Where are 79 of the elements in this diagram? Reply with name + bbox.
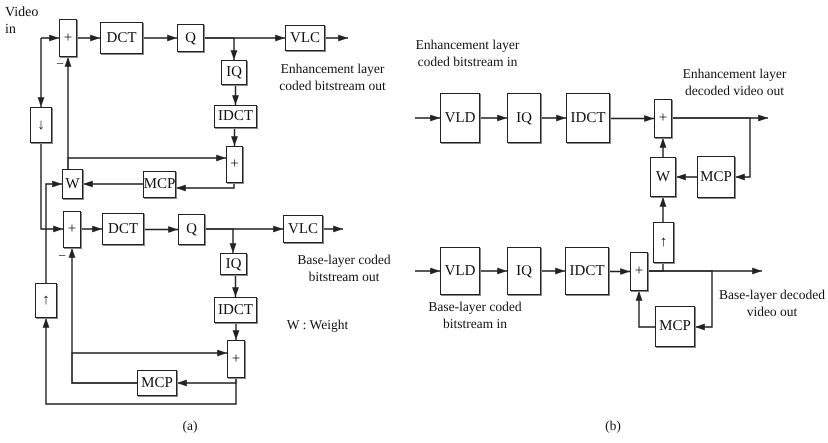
- arrow: [144, 226, 178, 233]
- coder-block: VLC: [285, 25, 325, 51]
- inverse-quantizer-block: IQ: [220, 253, 247, 275]
- upsampler-block: ↑: [35, 283, 57, 318]
- arrow: [45, 180, 62, 283]
- arrow: [415, 114, 440, 122]
- quantizer-block: Q: [178, 214, 205, 245]
- arrow: [38, 37, 44, 107]
- arrow: [541, 268, 565, 274]
- adder-box: +: [63, 211, 81, 248]
- weight-block: W: [650, 157, 676, 197]
- arrow: [232, 323, 240, 340]
- arrow: [609, 268, 630, 275]
- panel-label: (b): [604, 418, 622, 435]
- arrow: [67, 154, 226, 169]
- inverse-quantizer-block: IQ: [507, 247, 541, 295]
- arrow: [71, 350, 227, 384]
- arrow: [232, 275, 239, 297]
- arrow: [541, 114, 566, 122]
- arrow: [81, 226, 102, 232]
- output-label: Enhancement layer coded bitstream out: [278, 61, 387, 95]
- arrow: [176, 183, 235, 192]
- idct-block: IDCT: [214, 105, 257, 128]
- output-label: Enhancement layer decoded video out: [682, 66, 788, 100]
- arrow: [648, 270, 713, 330]
- arrow: [610, 115, 654, 122]
- output-label: Base-layer coded bitstream out: [296, 252, 392, 286]
- legend-note: W : Weight: [286, 317, 350, 334]
- input-label: Base-layer coded bitstream in: [427, 299, 523, 333]
- arrow: [325, 34, 348, 42]
- arrow: [204, 37, 238, 60]
- arrow: [480, 114, 507, 122]
- dct-block: DCT: [102, 213, 144, 245]
- arrow: [231, 128, 238, 146]
- downsampler-block: ↓: [30, 107, 52, 143]
- upsampler-block: ↑: [653, 222, 674, 263]
- adder-box: +: [59, 19, 77, 57]
- prediction-block: MCP: [655, 306, 695, 347]
- decoder-block: VLD: [440, 93, 480, 143]
- arrow: [676, 174, 697, 180]
- quantizer-block: Q: [177, 24, 204, 52]
- arrow: [42, 318, 237, 405]
- inverse-quantizer-block: IQ: [507, 93, 541, 143]
- arrow: [672, 117, 751, 180]
- arrow: [77, 34, 100, 42]
- panel-label: (a): [182, 418, 198, 435]
- arrow: [205, 228, 236, 253]
- idct-block: IDCT: [214, 297, 257, 323]
- minus-sign: −: [55, 56, 65, 73]
- inverse-quantizer-block: IQ: [221, 60, 247, 85]
- prediction-block: MCP: [137, 370, 177, 396]
- coder-block: VLC: [283, 215, 323, 243]
- adder-box: +: [654, 99, 672, 138]
- arrow: [143, 34, 177, 42]
- arrow: [636, 291, 655, 328]
- prediction-block: MCP: [143, 171, 176, 198]
- weight-block: W: [62, 169, 83, 199]
- arrow: [177, 378, 237, 386]
- arrow: [40, 143, 63, 232]
- adder-box: +: [227, 340, 245, 378]
- arrow: [660, 138, 666, 157]
- arrow: [660, 197, 666, 222]
- decoder-block: VLD: [440, 247, 480, 295]
- adder-box: +: [630, 252, 648, 291]
- arrow: [480, 268, 507, 274]
- minus-sign: −: [57, 248, 67, 265]
- arrow: [41, 34, 59, 42]
- input-label: Enhancement layer coded bitstream in: [414, 37, 520, 71]
- idct-block: IDCT: [565, 247, 609, 295]
- idct-block: IDCT: [566, 93, 610, 143]
- input-label: Video in: [5, 5, 41, 47]
- arrow: [83, 180, 143, 188]
- arrow: [415, 268, 440, 274]
- output-label: Base-layer decoded video out: [718, 287, 826, 321]
- adder-box: +: [226, 146, 243, 183]
- arrow: [323, 226, 343, 232]
- prediction-block: MCP: [697, 156, 735, 198]
- dct-block: DCT: [100, 22, 143, 54]
- arrow: [232, 85, 239, 105]
